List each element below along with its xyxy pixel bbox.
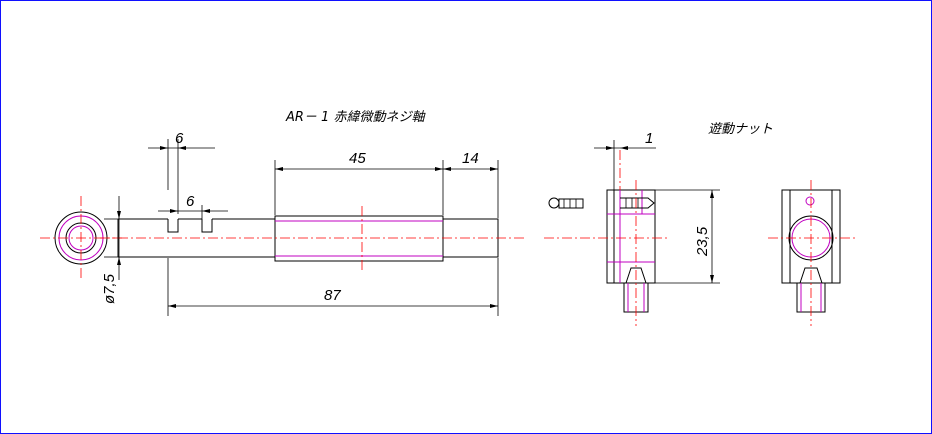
dim-nut-offset: 1	[594, 130, 656, 190]
nut-side-view	[544, 150, 670, 326]
nut-title: 遊動ナット	[708, 122, 773, 137]
dim-total-length: 87	[167, 258, 499, 316]
dim-nut-offset-label: 1	[645, 130, 653, 147]
dim-total-length-label: 87	[324, 287, 341, 304]
dim-groove-width-label: 6	[175, 130, 184, 147]
dim-end-length: 14	[443, 150, 499, 218]
dim-groove-width: 6	[148, 130, 215, 214]
dim-nut-height-label: 23,5	[694, 226, 711, 257]
dim-groove-depth-label: 6	[186, 193, 195, 210]
dim-diameter-label: ø7,5	[101, 273, 118, 304]
dim-groove-depth: 6	[158, 193, 228, 219]
shaft-title: AR－ 1 赤緯微動ネジ軸	[285, 110, 426, 125]
nut-end-view	[768, 180, 856, 326]
shaft-side-view	[100, 206, 525, 272]
dim-thread-length-label: 45	[349, 150, 366, 167]
dim-thread-length: 45	[274, 150, 444, 215]
shaft-end-view	[40, 196, 124, 280]
dim-end-length-label: 14	[462, 150, 479, 167]
dim-nut-height: 23,5	[655, 189, 720, 284]
dim-diameter: ø7,5	[101, 196, 121, 304]
